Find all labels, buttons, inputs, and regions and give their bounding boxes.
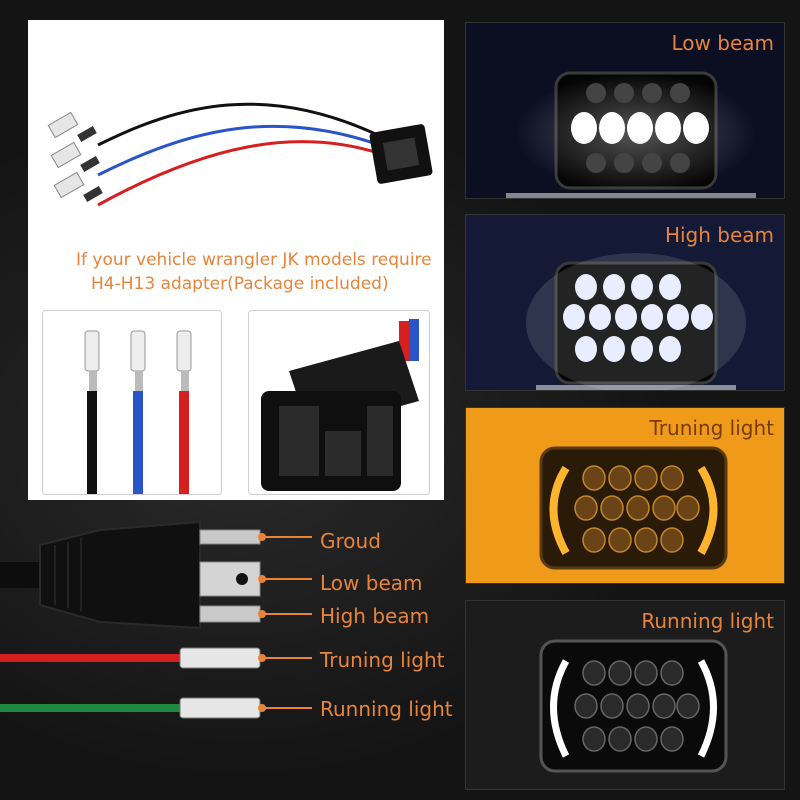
beam-label-high: High beam bbox=[664, 223, 774, 247]
adapter-note: If your vehicle wrangler JK models requi… bbox=[76, 248, 456, 296]
label-ground: Groud bbox=[320, 529, 381, 553]
high-beam-panel: High beam bbox=[465, 214, 785, 391]
beam-label-turning: Truning light bbox=[649, 416, 774, 440]
label-high-beam: High beam bbox=[320, 604, 430, 628]
adapter-note-line2: H4-H13 adapter(Package included) bbox=[91, 274, 389, 294]
label-running-light: Running light bbox=[320, 697, 453, 721]
label-low-beam: Low beam bbox=[320, 571, 423, 595]
adapter-note-line1: If your vehicle wrangler JK models requi… bbox=[76, 250, 432, 270]
beam-label-low: Low beam bbox=[671, 31, 774, 55]
label-turning-light: Truning light bbox=[320, 648, 445, 672]
wiring-diagram bbox=[0, 520, 312, 719]
running-light-panel: Running light bbox=[465, 600, 785, 790]
turning-light-panel: Truning light bbox=[465, 407, 785, 584]
h4-h13-harness-image bbox=[47, 102, 433, 207]
low-beam-panel: Low beam bbox=[465, 22, 785, 199]
beam-label-running: Running light bbox=[641, 609, 774, 633]
connector-closeup-image bbox=[248, 310, 430, 495]
terminal-closeup-image bbox=[42, 310, 222, 495]
adapter-panel: If your vehicle wrangler JK models requi… bbox=[28, 20, 444, 500]
